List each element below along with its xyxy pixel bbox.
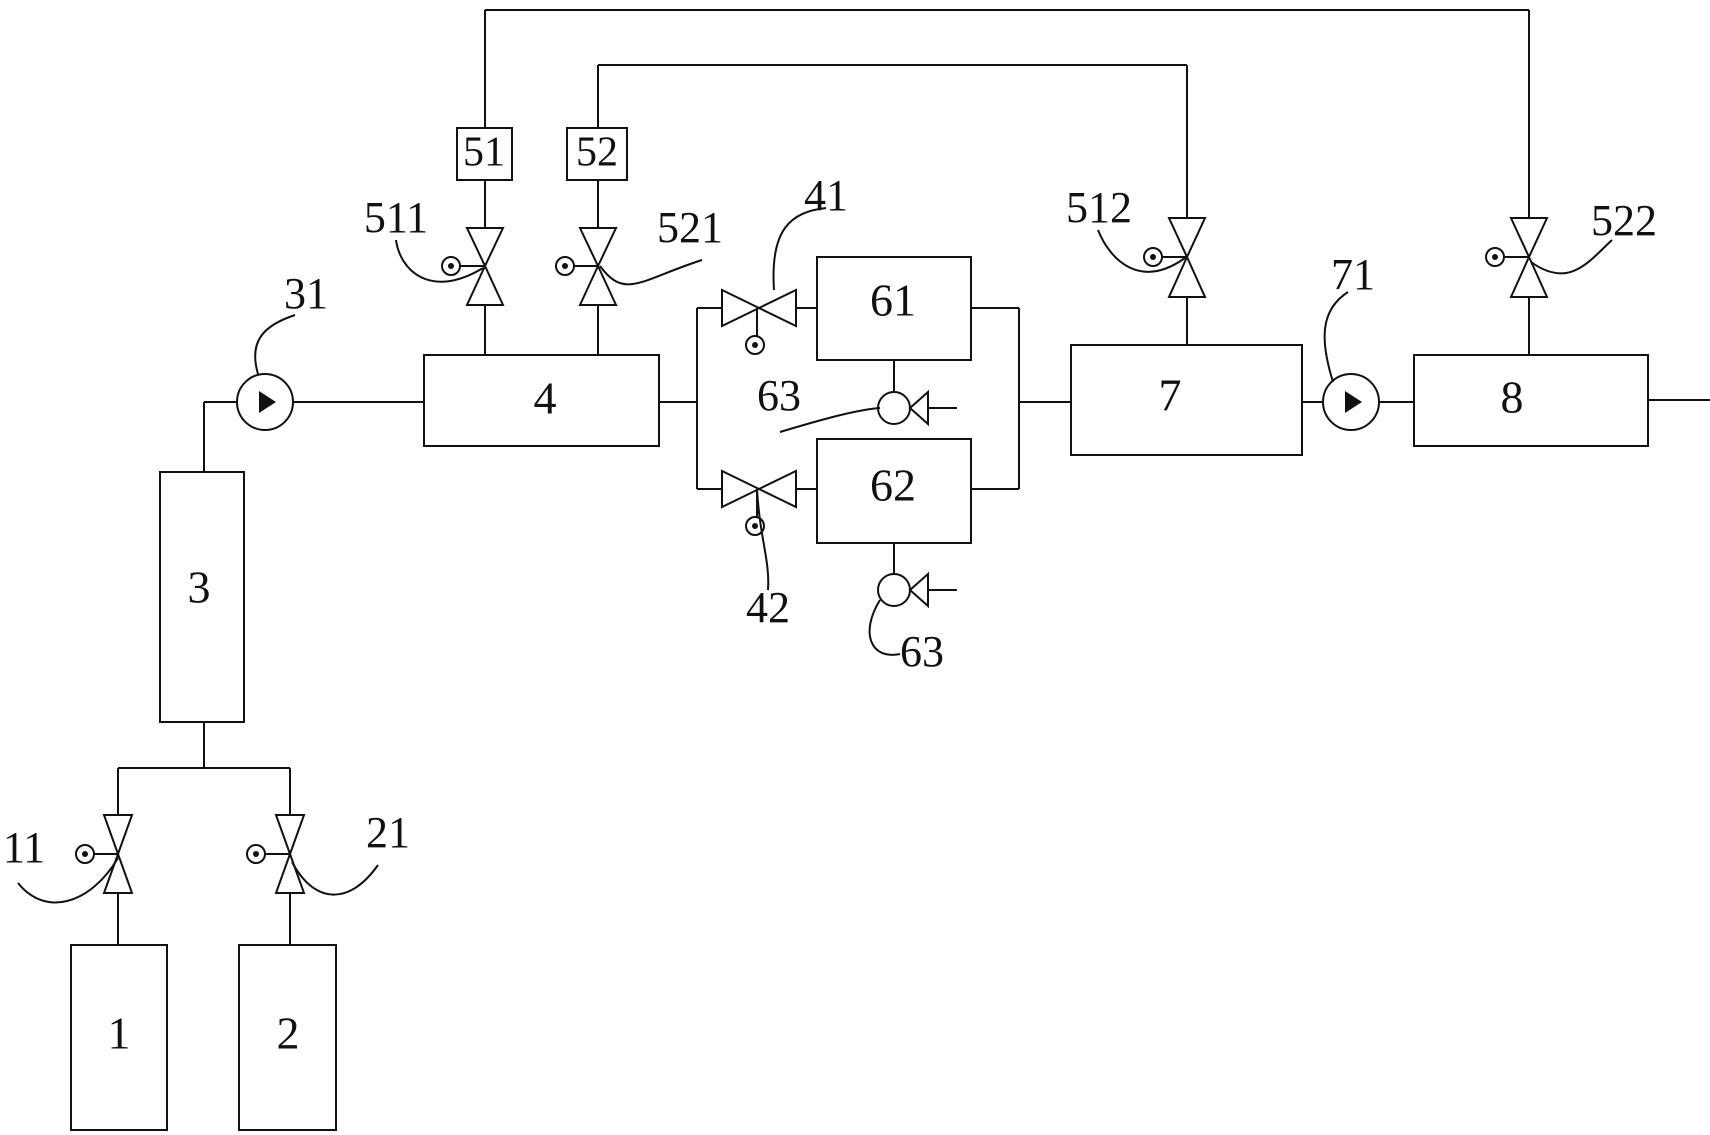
valve-41 xyxy=(721,288,797,355)
valve-522 xyxy=(1485,217,1549,298)
valve-512 xyxy=(1143,217,1207,298)
column-3-label: 3 xyxy=(188,562,211,613)
callout-512: 512 xyxy=(1066,183,1132,232)
tank-2-label: 2 xyxy=(277,1008,300,1059)
callout-63-top: 63 xyxy=(757,371,801,420)
column-3: 3 xyxy=(159,471,245,723)
valve-21 xyxy=(246,814,306,894)
check-valve-icon xyxy=(877,573,911,607)
box-51-label: 51 xyxy=(463,130,505,176)
callout-63-bottom: 63 xyxy=(900,627,944,676)
unit-8-label: 8 xyxy=(1501,372,1524,423)
callout-71: 71 xyxy=(1331,250,1375,299)
unit-4-label: 4 xyxy=(534,373,557,424)
unit-8: 8 xyxy=(1413,354,1649,447)
callout-31: 31 xyxy=(284,269,328,318)
callout-41: 41 xyxy=(804,171,848,220)
tank-1-label: 1 xyxy=(108,1008,131,1059)
callout-42: 42 xyxy=(746,583,790,632)
callout-511: 511 xyxy=(364,193,428,242)
check-valve-63-top xyxy=(877,389,929,427)
callout-521: 521 xyxy=(657,203,723,252)
valve-42 xyxy=(721,469,797,536)
valve-11 xyxy=(75,814,134,894)
unit-61-label: 61 xyxy=(870,275,916,326)
pump-31 xyxy=(236,373,294,431)
tank-2: 2 xyxy=(238,944,337,1131)
callout-21: 21 xyxy=(366,808,410,857)
box-52: 52 xyxy=(566,127,628,181)
unit-61: 61 xyxy=(816,256,972,361)
unit-7: 7 xyxy=(1070,344,1303,456)
callout-522: 522 xyxy=(1591,196,1657,245)
leader-lines xyxy=(17,207,1613,904)
piping xyxy=(117,9,1710,945)
unit-62: 62 xyxy=(816,438,972,544)
box-51: 51 xyxy=(456,127,513,181)
valve-521 xyxy=(555,227,618,306)
valve-icon xyxy=(721,288,797,328)
pump-71 xyxy=(1322,373,1380,431)
tank-1: 1 xyxy=(70,944,168,1131)
valve-icon xyxy=(721,469,797,509)
box-52-label: 52 xyxy=(576,130,618,176)
unit-7-label: 7 xyxy=(1159,370,1182,421)
check-valve-icon xyxy=(877,391,911,425)
valve-511 xyxy=(441,227,505,306)
reference-numerals: 11 21 31 511 521 41 42 63 63 512 71 522 xyxy=(3,171,1657,872)
check-valve-63-bottom xyxy=(877,571,929,609)
unit-62-label: 62 xyxy=(870,460,916,511)
callout-11: 11 xyxy=(3,823,45,872)
unit-4: 4 xyxy=(423,354,660,447)
